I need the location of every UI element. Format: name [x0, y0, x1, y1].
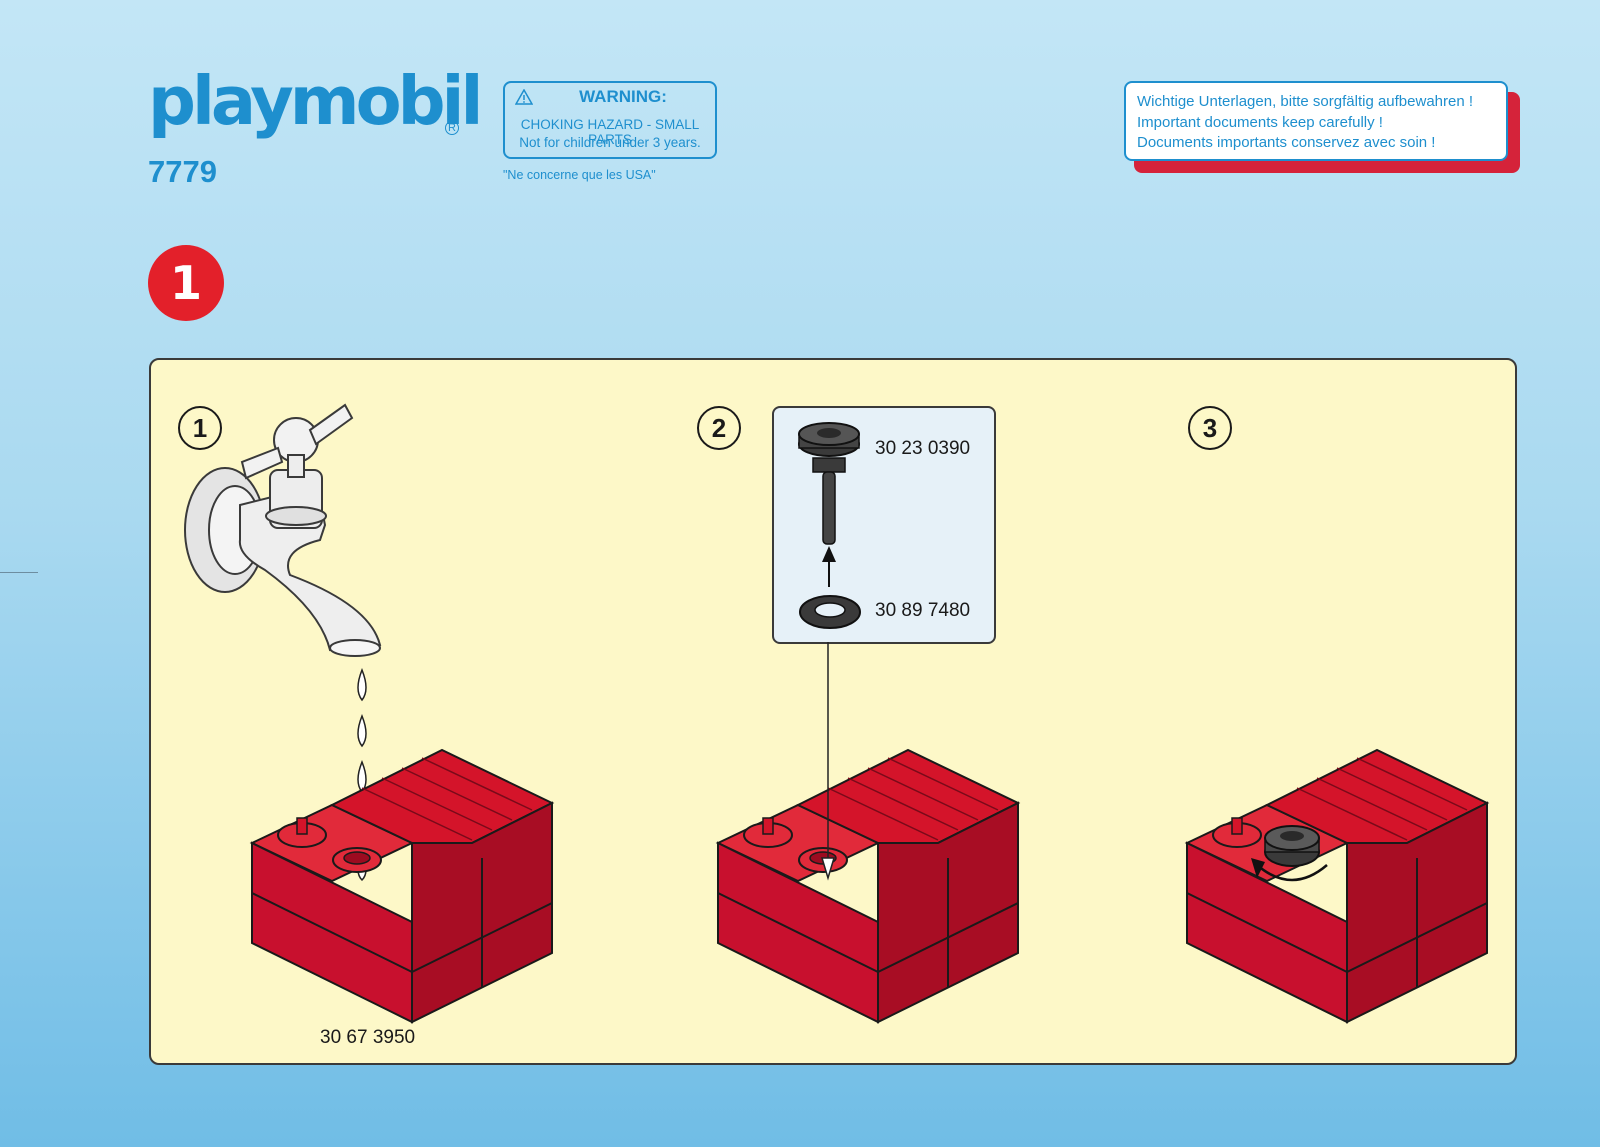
substep-2-number: 2	[697, 406, 741, 450]
documents-note-line-de: Wichtige Unterlagen, bitte sorgfältig au…	[1137, 93, 1474, 110]
warning-title: WARNING:	[579, 87, 667, 106]
step-number-badge: 1	[148, 245, 224, 321]
margin-mark	[0, 572, 38, 573]
part-number-tank: 30 67 3950	[320, 1027, 416, 1048]
fuel-tank-icon	[715, 748, 1021, 1024]
substep-1-number: 1	[178, 406, 222, 450]
water-drop-icon	[357, 667, 367, 702]
part-number-cap: 30 23 0390	[875, 438, 971, 459]
usa-note: "Ne concerne que les USA"	[503, 168, 656, 182]
documents-note-line-fr: Documents importants conservez avec soin…	[1137, 134, 1436, 151]
product-number: 7779	[148, 154, 217, 189]
part-number-gasket: 30 89 7480	[875, 600, 971, 621]
cap-dipstick-icon	[798, 422, 860, 587]
documents-note: Wichtige Unterlagen, bitte sorgfältig au…	[1124, 81, 1508, 161]
warning-line-1: CHOKING HAZARD - SMALL PARTS	[520, 117, 700, 147]
rotate-arrow-icon	[1256, 864, 1328, 882]
gasket-ring-icon	[799, 595, 861, 629]
water-tap-icon	[184, 403, 382, 657]
brand-logo: playmobil	[148, 62, 483, 140]
insert-arrow	[820, 642, 836, 881]
documents-note-line-en: Important documents keep carefully !	[1137, 113, 1383, 131]
warning-triangle-icon	[515, 89, 533, 105]
substep-3-number: 3	[1188, 406, 1232, 450]
water-drop-icon	[357, 713, 367, 748]
warning-box: WARNING: CHOKING HAZARD - SMALL PARTS No…	[503, 81, 717, 159]
registered-mark: R	[445, 121, 459, 135]
warning-line-2: Not for children under 3 years.	[519, 135, 701, 150]
fuel-tank-icon	[1184, 748, 1490, 1024]
fuel-tank-icon	[249, 748, 555, 1024]
